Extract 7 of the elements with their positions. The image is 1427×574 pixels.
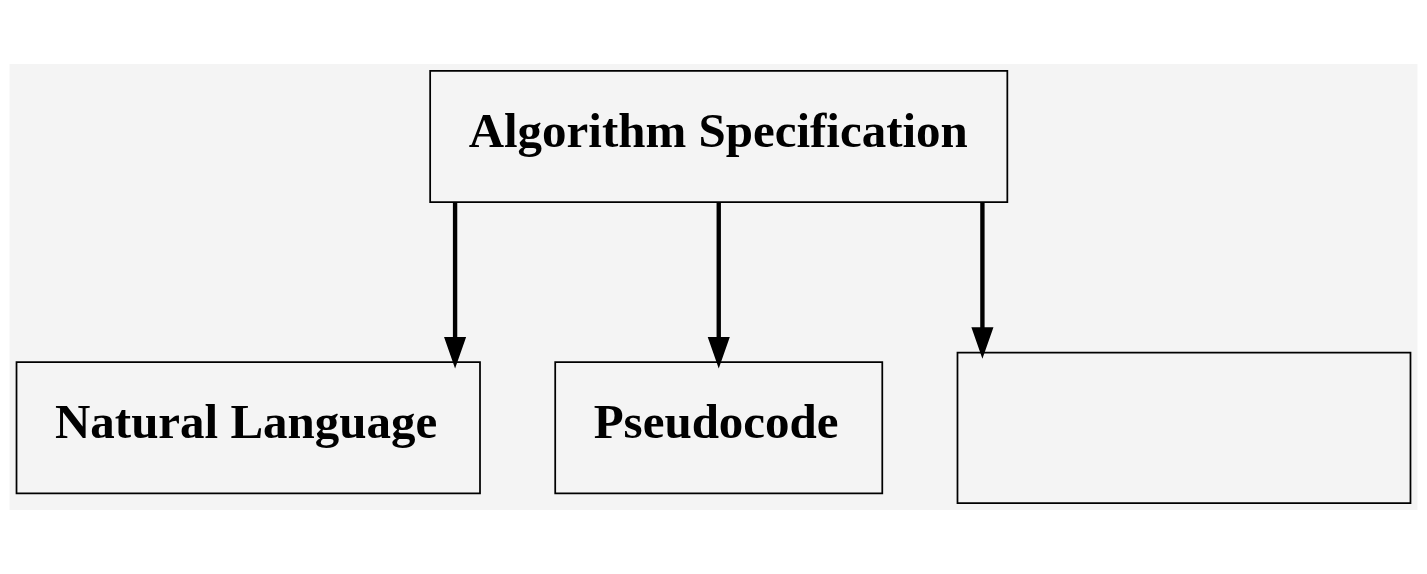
node-box: Natural Language [15,361,481,495]
node-box: Pseudocode [554,361,884,495]
arrow [444,202,467,369]
node-box [956,351,1412,504]
arrow [971,202,994,359]
node-box: Algorithm Specification [429,70,1009,204]
arrow [707,202,730,369]
